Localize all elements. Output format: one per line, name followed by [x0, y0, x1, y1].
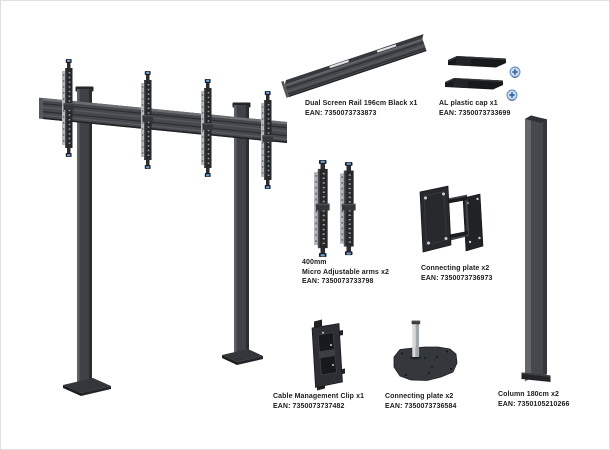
part-ean: EAN: 7350073733873 — [305, 110, 377, 117]
part-label-cap: AL plastic cap x1 EAN: 7350073733699 — [439, 99, 510, 119]
caps-illustration — [445, 56, 521, 102]
part-label-connecting-plate-lower: Connecting plate x2 EAN: 7350073736584 — [385, 392, 456, 412]
cable-clip-illustration — [311, 319, 345, 391]
arms-illustration — [312, 158, 357, 259]
main-assembly-illustration — [39, 58, 287, 396]
part-ean: EAN: 7350105210266 — [498, 401, 570, 408]
adjustable-arm-2 — [338, 160, 357, 257]
part-size: 400mm — [302, 259, 327, 266]
part-name: Cable Management Clip x1 — [273, 393, 365, 400]
assembly-arm-3 — [200, 78, 214, 178]
part-name: AL plastic cap x1 — [439, 100, 498, 107]
part-ean: EAN: 7350073737482 — [273, 403, 345, 410]
part-ean: EAN: 7350073736584 — [385, 403, 457, 410]
assembly-floor-base-left — [63, 378, 111, 396]
part-label-column: Column 180cm x2 EAN: 7350105210266 — [498, 390, 569, 410]
rail-illustration — [281, 34, 427, 98]
assembly-rail — [39, 97, 287, 143]
part-ean: EAN: 7350073736973 — [421, 275, 493, 282]
assembly-floor-base-right — [222, 349, 263, 365]
assembly-arm-2 — [140, 70, 154, 170]
part-label-cable-clip: Cable Management Clip x1 EAN: 7350073737… — [273, 392, 364, 412]
assembly-left-column — [75, 86, 94, 385]
column-illustration — [521, 115, 551, 382]
connecting-plate-upper-illustration — [419, 185, 484, 253]
assembly-arm-4 — [260, 90, 274, 190]
assembly-arm-1 — [61, 58, 75, 158]
part-name: Micro Adjustable arms x2 — [302, 268, 389, 276]
plastic-cap-1 — [448, 56, 506, 68]
part-name: Column 180cm x2 — [498, 391, 560, 398]
part-name: Connecting plate x2 — [385, 393, 454, 400]
part-label-arms: 400mm Micro Adjustable arms x2 EAN: 7350… — [302, 258, 389, 287]
screw-icon-1 — [509, 66, 521, 79]
plastic-cap-2 — [445, 78, 503, 90]
part-name: Connecting plate x2 — [421, 265, 490, 272]
part-name: Dual Screen Rail 196cm Black x1 — [305, 100, 418, 107]
adjustable-arm-1 — [312, 158, 331, 259]
part-label-rail: Dual Screen Rail 196cm Black x1 EAN: 735… — [305, 99, 417, 119]
part-label-connecting-plate-upper: Connecting plate x2 EAN: 7350073736973 — [421, 264, 492, 284]
part-ean: EAN: 7350073733798 — [302, 278, 374, 285]
part-ean: EAN: 7350073733699 — [439, 110, 511, 117]
assembly-right-column — [232, 102, 251, 354]
floor-plate-illustration — [393, 320, 458, 381]
